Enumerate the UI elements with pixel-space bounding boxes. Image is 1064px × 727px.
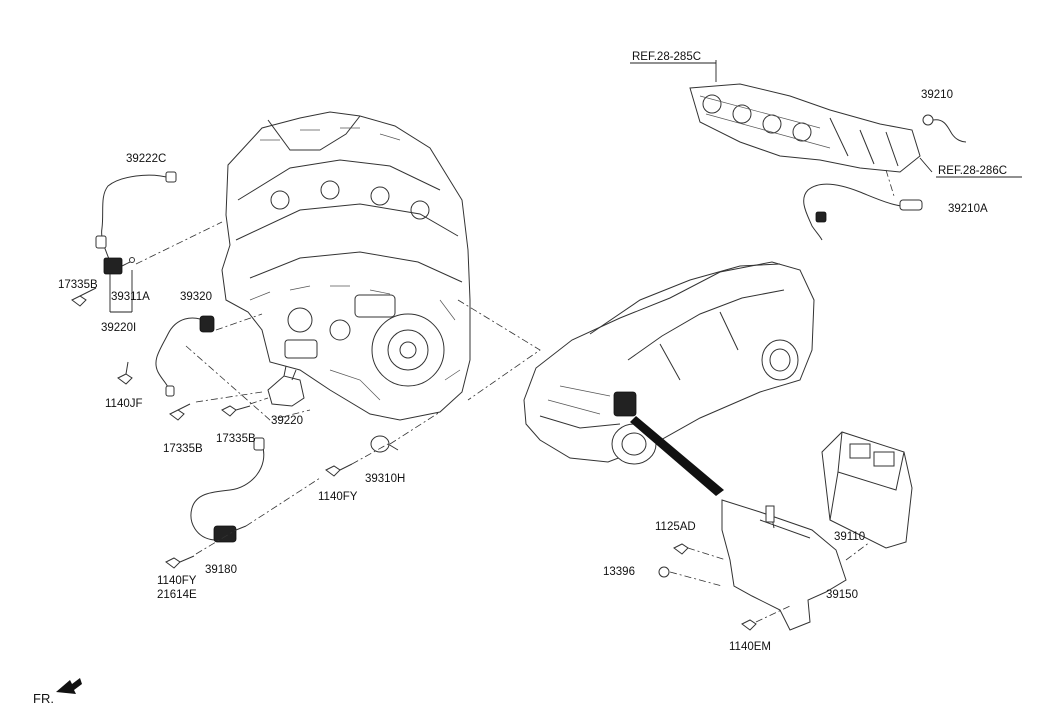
label-1140EM: 1140EM (729, 641, 771, 653)
nut-13396 (658, 566, 670, 578)
bolt-17335B-c (221, 405, 251, 417)
bolt-17335B-b (169, 403, 191, 421)
label-REF-28-285C: REF.28-285C (632, 51, 701, 63)
bolt-1140FY-a (325, 463, 353, 477)
sensor-39220 (267, 365, 305, 407)
exhaust-manifold (689, 83, 921, 173)
label-39220: 39220 (271, 415, 303, 427)
label-1140JF: 1140JF (105, 398, 143, 410)
engine-block (221, 111, 471, 421)
label-front-direction: FR. (33, 691, 54, 706)
bolt-1140EM (741, 619, 757, 631)
bracket-39150 (721, 499, 847, 631)
sensor-39320 (155, 315, 215, 397)
label-1125AD: 1125AD (655, 521, 696, 533)
label-39150: 39150 (826, 589, 858, 601)
label-21614E: 21614E (157, 589, 197, 601)
bolt-1140FY-b (165, 555, 195, 569)
front-arrow-icon (56, 678, 82, 694)
car-outline (523, 261, 815, 496)
o2-sensor-39210A (803, 183, 923, 241)
label-39311A: 39311A (111, 291, 150, 303)
label-REF-28-286C: REF.28-286C (938, 165, 1007, 177)
label-39110: 39110 (834, 531, 865, 543)
label-39222C: 39222C (126, 153, 166, 165)
label-39310H: 39310H (365, 473, 405, 485)
label-39210: 39210 (921, 89, 953, 101)
label-39180: 39180 (205, 564, 237, 576)
sensor-39180 (190, 437, 265, 543)
harness-39222C (95, 171, 177, 275)
label-17335B-a: 17335B (58, 279, 98, 291)
label-39210A: 39210A (948, 203, 988, 215)
label-1140FY-a: 1140FY (318, 491, 358, 503)
bolt-17335B-a (71, 287, 97, 307)
label-13396: 13396 (603, 566, 635, 578)
bolt-1140JF (117, 361, 133, 385)
bolt-1125AD (673, 543, 689, 555)
label-17335B-b: 17335B (163, 443, 203, 455)
o2-sensor-39210 (922, 114, 967, 143)
label-1140FY-b: 1140FY (157, 575, 197, 587)
label-17335B-c: 17335B (216, 433, 256, 445)
label-39320: 39320 (180, 291, 212, 303)
label-39220I: 39220I (101, 322, 136, 334)
ecu-39110 (821, 431, 913, 549)
sensor-39310H (370, 435, 399, 453)
